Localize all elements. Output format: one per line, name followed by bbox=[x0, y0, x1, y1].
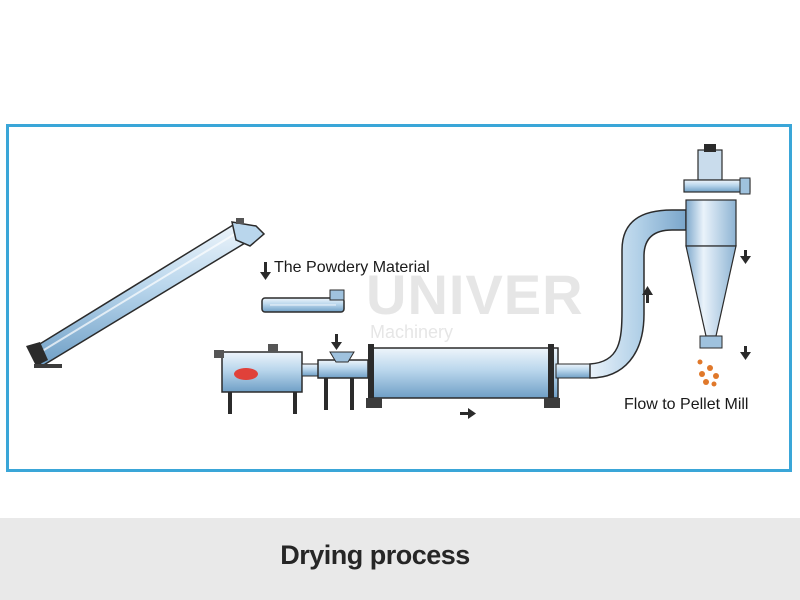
feeder-conveyor bbox=[261, 289, 345, 313]
rotary-dryer-drum bbox=[366, 344, 560, 408]
air-duct bbox=[555, 209, 687, 379]
flow-arrows bbox=[260, 250, 751, 419]
arrow-down-icon bbox=[740, 250, 751, 264]
label-powdery-material: The Powdery Material bbox=[274, 259, 430, 276]
fan-motor bbox=[697, 149, 723, 181]
flame-icon bbox=[234, 368, 258, 380]
pellets-icon bbox=[699, 371, 705, 377]
arrow-down-icon bbox=[740, 346, 751, 360]
watermark-brand: UNIVER bbox=[366, 263, 584, 326]
feeding-hopper bbox=[317, 351, 369, 410]
cyclone-separator bbox=[683, 144, 751, 387]
arrow-up-icon bbox=[642, 286, 653, 303]
screw-conveyor bbox=[26, 218, 266, 368]
hot-air-furnace bbox=[214, 344, 319, 414]
caption-bar: Drying process bbox=[0, 518, 800, 600]
label-flow-to-pellet-mill: Flow to Pellet Mill bbox=[624, 396, 749, 413]
caption-title: Drying process bbox=[280, 540, 470, 570]
arrow-down-icon bbox=[260, 262, 271, 280]
arrow-right-icon bbox=[460, 408, 476, 419]
watermark-subtitle: Machinery bbox=[370, 322, 454, 342]
arrow-down-icon bbox=[331, 334, 342, 350]
